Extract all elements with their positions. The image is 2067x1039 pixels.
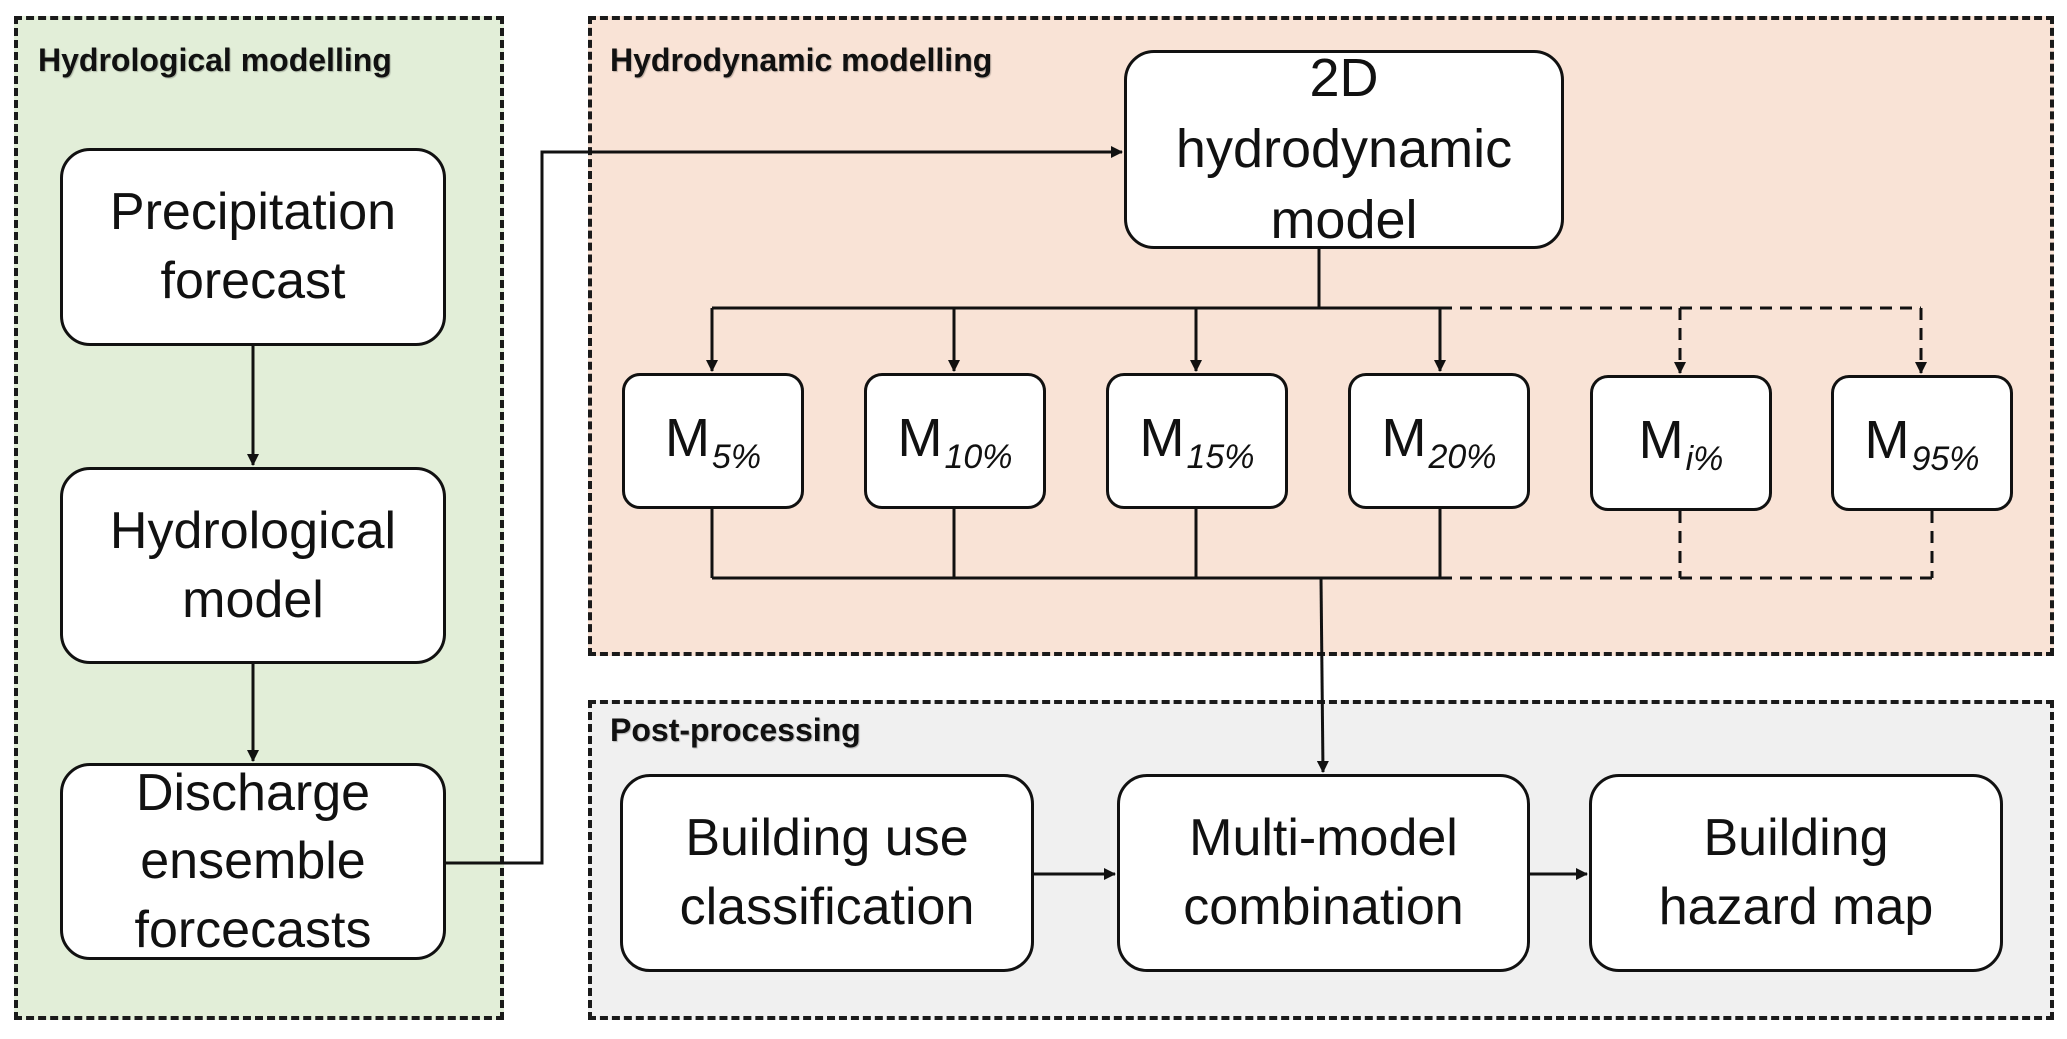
hydrological-model-label: Hydrological model xyxy=(109,501,397,629)
member-box-m5: M5% xyxy=(622,373,804,509)
member-label-m15: M15% xyxy=(1139,407,1255,476)
member-label-m20: M20% xyxy=(1381,407,1497,476)
building-hazard-map-label: Building hazard map xyxy=(1658,809,1934,936)
discharge-ensemble-box: Discharge ensemble forcecasts xyxy=(60,763,446,960)
member-box-m10: M10% xyxy=(864,373,1046,509)
precipitation-forecast-label: Precipitation forecast xyxy=(109,183,397,310)
multi-model-combination-label: Multi-model combination xyxy=(1183,809,1464,936)
hydrological-modelling-title: Hydrological modelling xyxy=(38,42,392,78)
arrow-discharge-to-2d-model xyxy=(446,146,1123,865)
member-box-mi: Mi% xyxy=(1590,375,1772,511)
building-use-classification-box: Building use classification xyxy=(620,774,1034,972)
member-box-m20: M20% xyxy=(1348,373,1530,509)
member-box-m15: M15% xyxy=(1106,373,1288,509)
building-use-classification-label: Building use classification xyxy=(679,809,975,936)
hydrodynamic-2d-model-label: 2D hydrodynamic model xyxy=(1175,47,1513,251)
hydrodynamic-2d-model-box: 2D hydrodynamic model xyxy=(1124,48,1564,250)
member-label-m95: M95% xyxy=(1864,409,1980,478)
building-hazard-map-box: Building hazard map xyxy=(1589,774,2003,972)
post-processing-title: Post-processing xyxy=(610,712,861,748)
member-label-m10: M10% xyxy=(897,407,1013,476)
discharge-ensemble-label: Discharge ensemble forcecasts xyxy=(134,763,372,959)
member-box-m95: M95% xyxy=(1831,375,2013,511)
member-label-mi: Mi% xyxy=(1638,409,1724,478)
precipitation-forecast-box: Precipitation forecast xyxy=(60,148,446,346)
hydrological-model-box: Hydrological model xyxy=(60,467,446,664)
member-label-m5: M5% xyxy=(664,407,762,476)
hydrodynamic-modelling-title: Hydrodynamic modelling xyxy=(610,42,993,78)
multi-model-combination-box: Multi-model combination xyxy=(1117,774,1530,972)
arrow-ensemble-to-multi-model xyxy=(1316,577,1329,773)
